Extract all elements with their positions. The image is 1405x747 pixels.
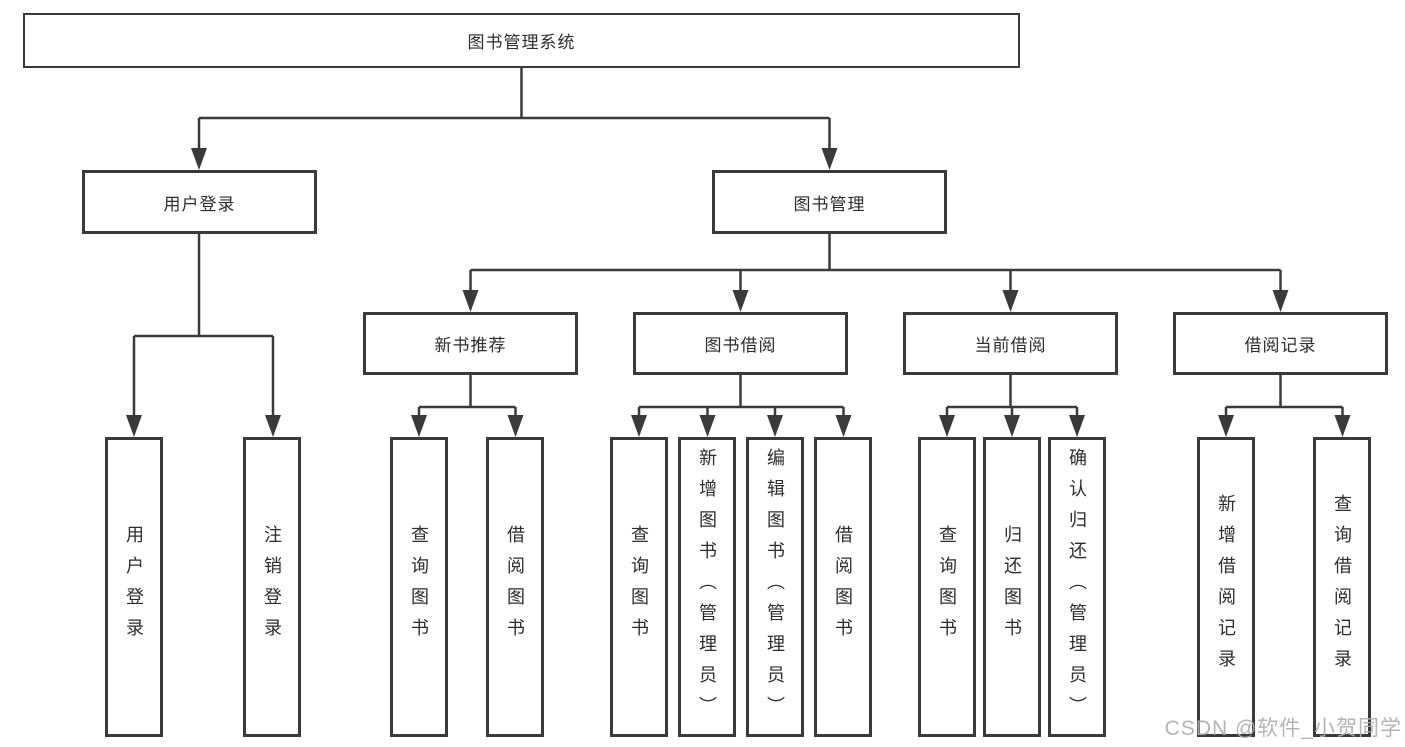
node-current-borrowing: 当前借阅 [903,312,1118,375]
leaf-current-return-books-label: 归还图书 [1002,525,1022,649]
leaf-recommend-borrow-books-label: 借阅图书 [505,525,525,649]
leaf-borrow-borrow-books: 借阅图书 [814,437,872,737]
node-borrowing-records-label: 借阅记录 [1244,336,1317,355]
leaf-recommend-query-books: 查询图书 [390,437,448,737]
node-library-system: 图书管理系统 [23,13,1020,68]
leaf-records-add-record-label: 新增借阅记录 [1216,494,1236,680]
node-book-management-label: 图书管理 [793,194,866,214]
connector-lines [132,68,1344,419]
leaf-current-query-books: 查询图书 [918,437,976,737]
leaf-borrow-edit-books-admin: 编辑图书（管理员） [746,437,804,737]
leaf-recommend-borrow-books: 借阅图书 [486,437,544,737]
leaf-recommend-query-books-label: 查询图书 [409,525,429,649]
leaf-logout: 注销登录 [243,437,301,737]
arrowhead-icons [126,148,1351,437]
leaf-records-query-record-label: 查询借阅记录 [1332,494,1352,680]
leaf-borrow-query-books: 查询图书 [610,437,668,737]
node-book-borrowing-label: 图书借阅 [704,336,777,355]
node-book-borrowing: 图书借阅 [633,312,848,375]
node-book-management: 图书管理 [712,170,947,234]
leaf-borrow-query-books-label: 查询图书 [629,525,649,649]
node-library-system-label: 图书管理系统 [467,33,576,52]
leaf-current-return-books: 归还图书 [983,437,1041,737]
leaf-current-query-books-label: 查询图书 [937,525,957,649]
leaf-records-query-record: 查询借阅记录 [1313,437,1371,737]
leaf-borrow-add-books-admin-label: 新增图书（管理员） [697,447,717,727]
leaf-current-confirm-return-admin-label: 确认归还（管理员） [1067,447,1087,727]
leaf-borrow-borrow-books-label: 借阅图书 [833,525,853,649]
leaf-logout-label: 注销登录 [262,525,282,649]
node-new-book-recommend-label: 新书推荐 [434,336,507,355]
node-current-borrowing-label: 当前借阅 [974,336,1047,355]
node-user-login: 用户登录 [82,170,317,234]
leaf-user-login-label: 用户登录 [124,525,144,649]
csdn-watermark: CSDN @软件_小贺同学 [1164,717,1402,740]
leaf-borrow-add-books-admin: 新增图书（管理员） [678,437,736,737]
node-new-book-recommend: 新书推荐 [363,312,578,375]
node-user-login-label: 用户登录 [163,194,236,214]
leaf-borrow-edit-books-admin-label: 编辑图书（管理员） [765,447,785,727]
leaf-user-login: 用户登录 [105,437,163,737]
node-borrowing-records: 借阅记录 [1173,312,1388,375]
leaf-records-add-record: 新增借阅记录 [1197,437,1255,737]
leaf-current-confirm-return-admin: 确认归还（管理员） [1048,437,1106,737]
